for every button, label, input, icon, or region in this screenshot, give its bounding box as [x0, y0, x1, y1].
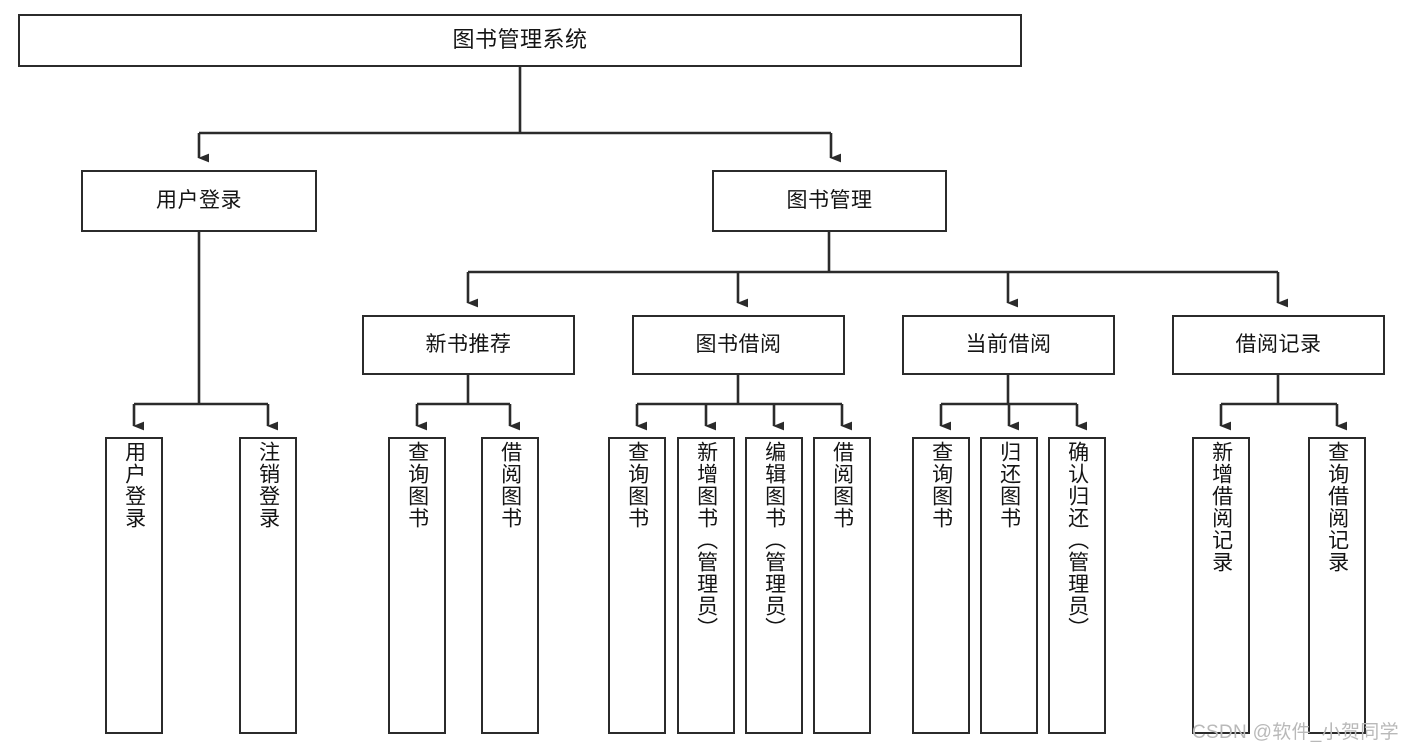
leaf-borrow-record-query[interactable]: 查询借阅记录 [1308, 437, 1366, 734]
node-label: 用户登录 [122, 441, 146, 529]
leaf-current-borrow-query[interactable]: 查询图书 [912, 437, 970, 734]
node-label: 确认归还（管理员） [1065, 441, 1089, 639]
node-user-login[interactable]: 用户登录 [81, 170, 317, 232]
node-label: 编辑图书（管理员） [762, 441, 786, 639]
leaf-book-borrow-edit-admin[interactable]: 编辑图书（管理员） [745, 437, 803, 734]
leaf-user-login-signout[interactable]: 注销登录 [239, 437, 297, 734]
node-label: 查询图书 [405, 441, 429, 529]
node-label: 查询图书 [625, 441, 649, 529]
node-label: 借阅记录 [1235, 333, 1322, 357]
leaf-book-borrow-add-admin[interactable]: 新增图书（管理员） [677, 437, 735, 734]
node-label: 图书借阅 [695, 333, 782, 357]
leaf-user-login-signin[interactable]: 用户登录 [105, 437, 163, 734]
node-current-borrow[interactable]: 当前借阅 [902, 315, 1115, 375]
node-book-borrow[interactable]: 图书借阅 [632, 315, 845, 375]
leaf-book-borrow-borrow[interactable]: 借阅图书 [813, 437, 871, 734]
node-label: 当前借阅 [965, 333, 1052, 357]
node-label: 借阅图书 [498, 441, 522, 529]
leaf-current-borrow-return[interactable]: 归还图书 [980, 437, 1038, 734]
node-label: 用户登录 [156, 189, 242, 213]
node-label: 查询图书 [929, 441, 953, 529]
leaf-borrow-record-add[interactable]: 新增借阅记录 [1192, 437, 1250, 734]
csdn-watermark: CSDN @软件_小贺同学 [1192, 722, 1399, 743]
leaf-book-borrow-query[interactable]: 查询图书 [608, 437, 666, 734]
node-borrow-record[interactable]: 借阅记录 [1172, 315, 1385, 375]
node-label: 新书推荐 [425, 333, 512, 357]
node-book-management[interactable]: 图书管理 [712, 170, 947, 232]
node-label: 注销登录 [256, 441, 280, 529]
node-root-book-management-system[interactable]: 图书管理系统 [18, 14, 1022, 67]
node-new-book-recommend[interactable]: 新书推荐 [362, 315, 575, 375]
node-label: 归还图书 [997, 441, 1021, 529]
leaf-new-book-query[interactable]: 查询图书 [388, 437, 446, 734]
leaf-current-borrow-confirm-admin[interactable]: 确认归还（管理员） [1048, 437, 1106, 734]
node-label: 借阅图书 [830, 441, 854, 529]
node-label: 图书管理系统 [452, 27, 588, 53]
node-label: 查询借阅记录 [1325, 441, 1349, 573]
node-label: 新增图书（管理员） [694, 441, 718, 639]
leaf-new-book-borrow[interactable]: 借阅图书 [481, 437, 539, 734]
node-label: 图书管理 [786, 189, 873, 213]
node-label: 新增借阅记录 [1209, 441, 1233, 573]
